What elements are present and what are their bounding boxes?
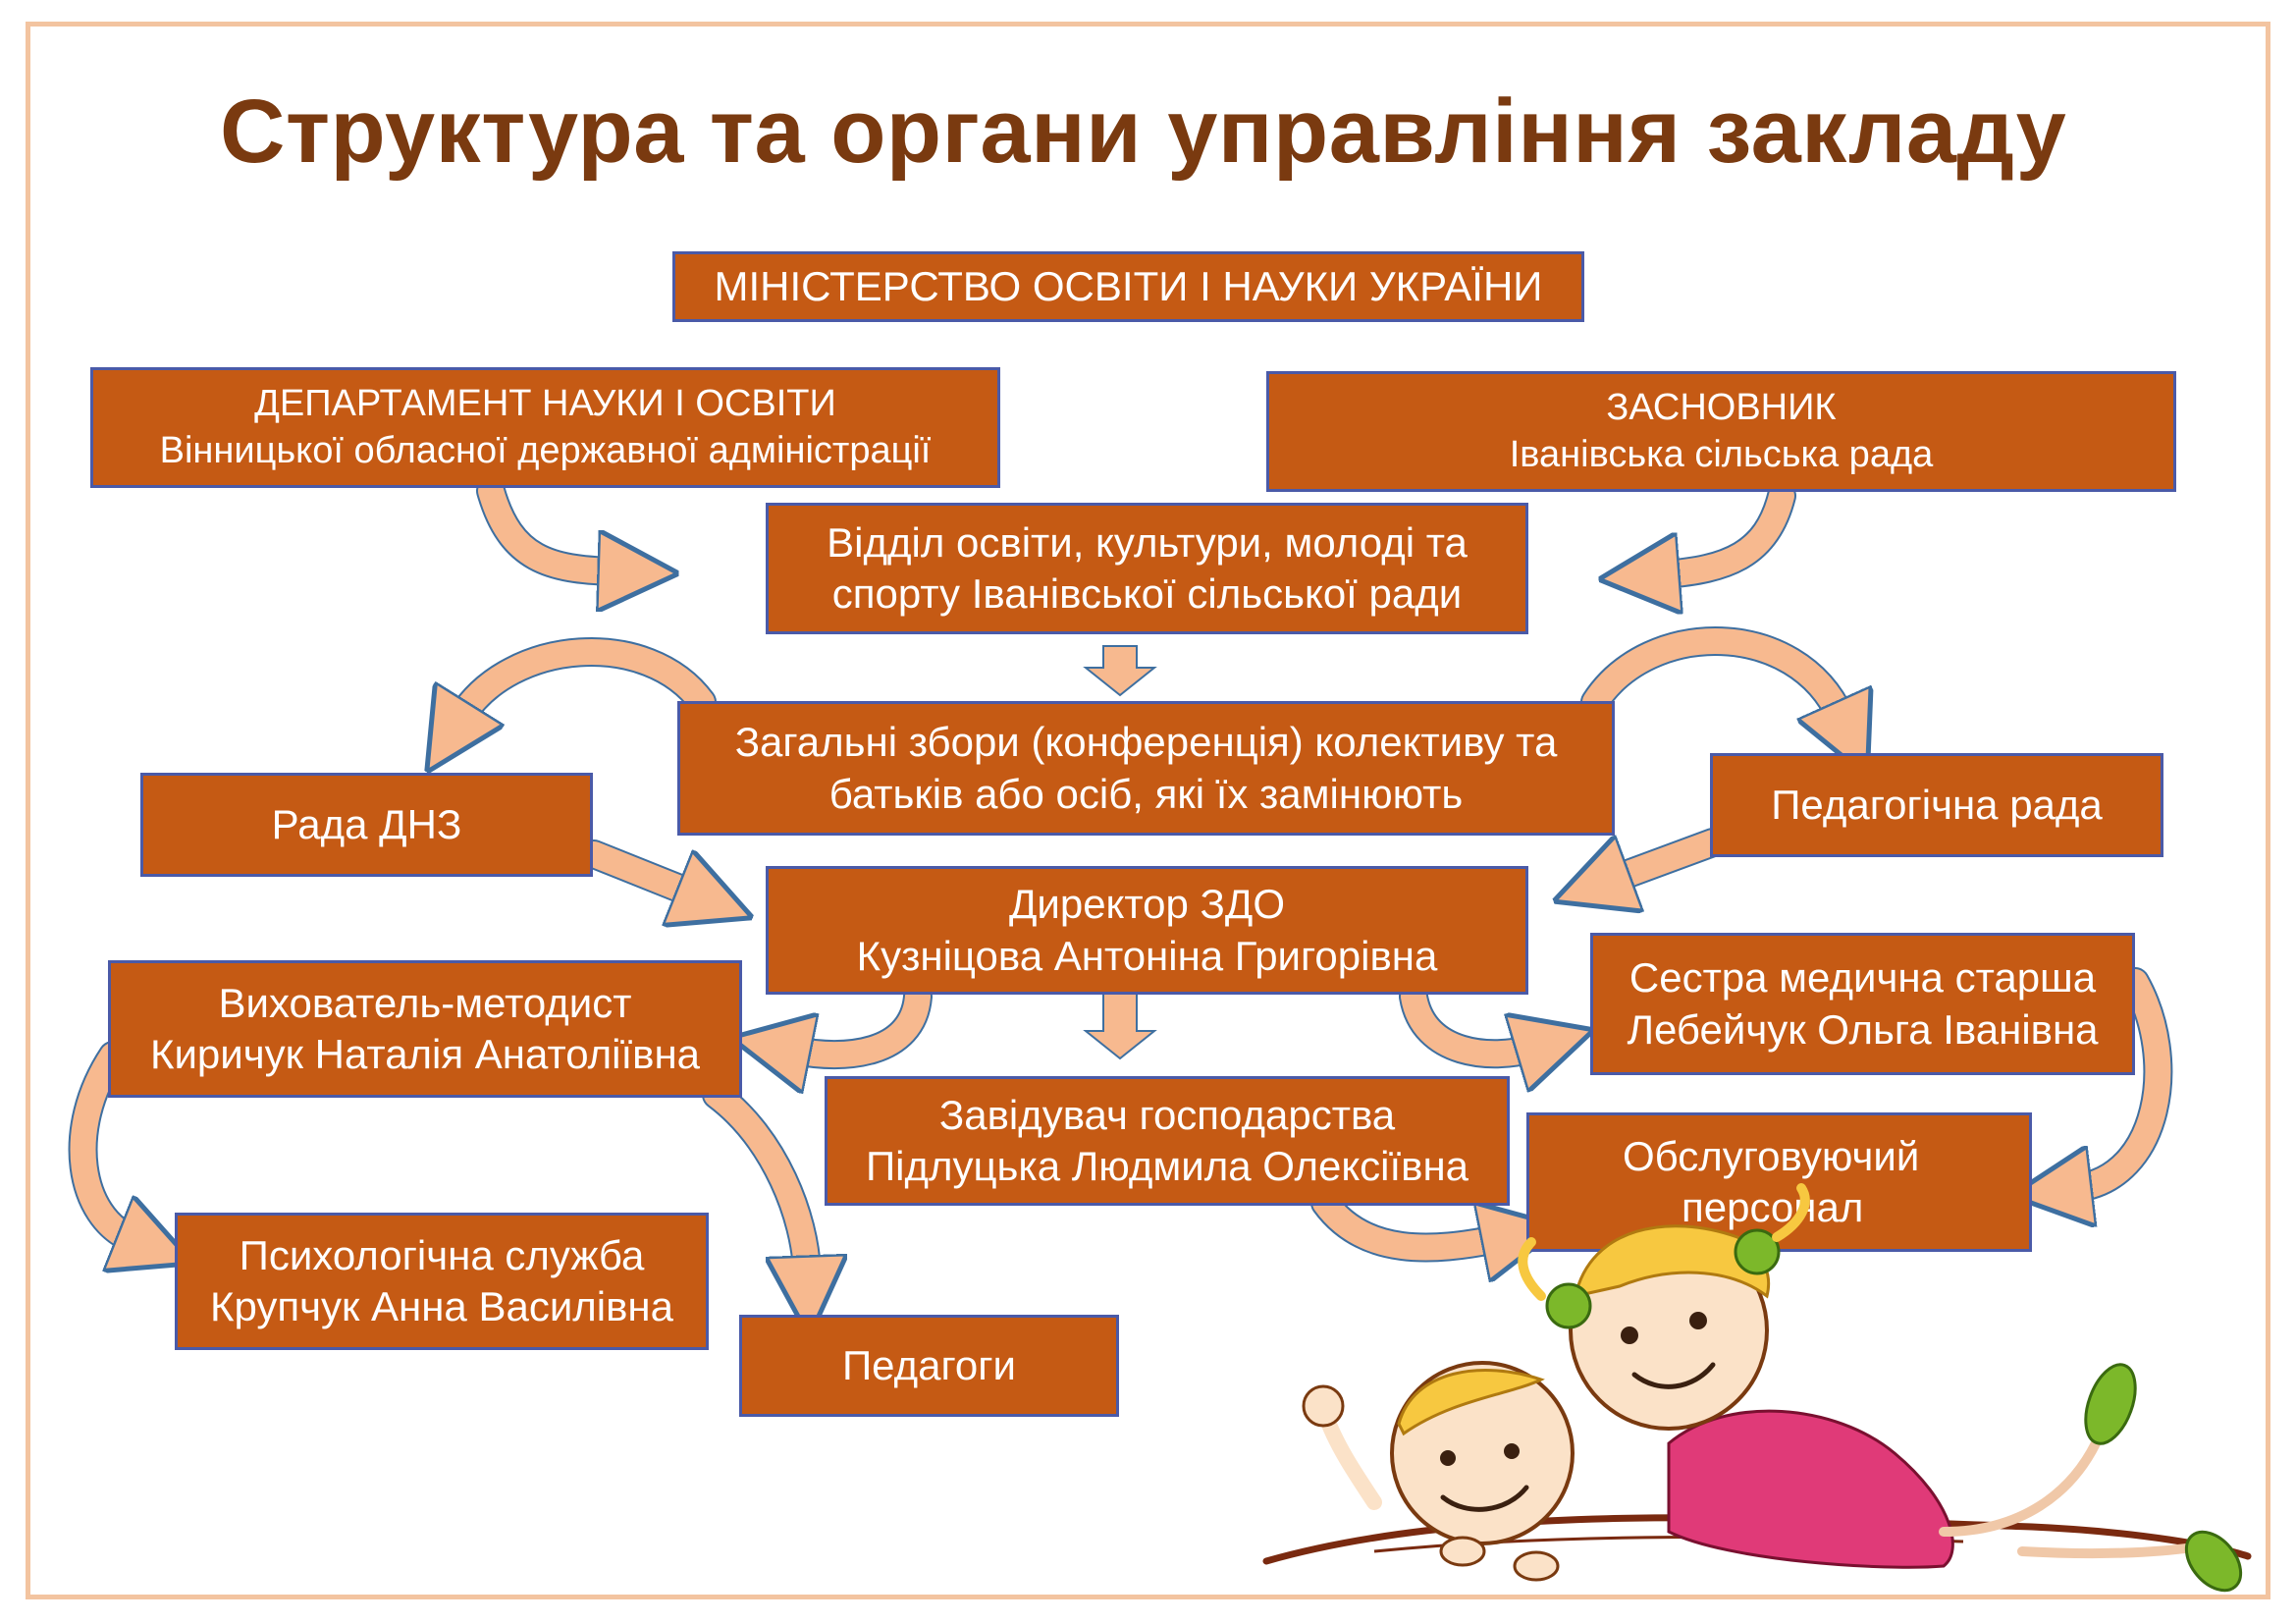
node-director-line2: Кузніцова Антоніна Григорівна [856,932,1438,979]
shoe-green-2 [2184,1530,2243,1593]
node-director: Директор ЗДО Кузніцова Антоніна Григорів… [766,866,1528,995]
node-council-line1: Рада ДНЗ [271,800,462,847]
node-ministry-line1: МІНІСТЕРСТВО ОСВІТИ І НАУКИ УКРАЇНИ [714,262,1543,309]
node-general-meeting-line1: Загальні збори (конференція) колективу т… [734,719,1558,765]
arrow-methodist-to-teachers [702,1080,807,1272]
node-supply-line2: Підлуцька Людмила Олексіївна [865,1143,1469,1189]
node-department-line2: Вінницької обласної державної адміністра… [159,429,932,471]
node-education-dept-line1: Відділ освіти, культури, молоді та [827,518,1468,566]
arrow-department-to-education [476,476,614,571]
node-supply-line1: Завідувач господарства [938,1091,1396,1138]
node-ped-council: Педагогічна рада [1710,753,2163,857]
node-council: Рада ДНЗ [140,773,593,877]
node-psych-line1: Психологічна служба [239,1231,645,1278]
node-education-dept-line2: спорту Іванівської сільської ради [831,570,1463,617]
node-service-line1: Обслуговуючий [1623,1132,1920,1179]
arrow-meeting-to-council [461,637,717,717]
node-supply: Завідувач господарства Підлуцька Людмила… [825,1076,1510,1206]
arrow-council-to-director [579,839,692,893]
arrow-director-to-nurse [1399,982,1531,1054]
node-department: ДЕПАРТАМЕНТ НАУКИ І ОСВІТИ Вінницької об… [90,367,1000,488]
node-education-dept: Відділ освіти, культури, молоді та спорт… [766,503,1528,634]
node-director-line1: Директор ЗДО [1008,881,1286,927]
arrow-meeting-to-pedcouncil [1580,626,1841,717]
node-nurse: Сестра медична старша Лебейчук Ольга Іва… [1590,933,2135,1075]
arrow-founder-to-education [1664,481,1796,574]
arrow-methodist-to-psych [68,1041,133,1239]
shoe-green-1 [2084,1363,2137,1445]
arrow-director-to-supply [1083,993,1157,1060]
arrow-supply-to-service [1310,1188,1497,1248]
arrow-director-to-methodist [795,982,933,1055]
node-teachers-line1: Педагоги [841,1341,1017,1388]
node-ministry: МІНІСТЕРСТВО ОСВІТИ І НАУКИ УКРАЇНИ [672,251,1584,322]
arrow-pedcouncil-to-director [1615,828,1728,879]
node-general-meeting: Загальні збори (конференція) колективу т… [677,701,1615,836]
node-teachers: Педагоги [739,1315,1119,1417]
node-service: Обслуговуючий персонал [1526,1112,2032,1252]
node-department-line1: ДЕПАРТАМЕНТ НАУКИ І ОСВІТИ [254,383,836,424]
page-title: Структура та органи управління закладу [220,81,2067,182]
node-methodist-line1: Вихователь-методист [218,979,632,1026]
node-nurse-line1: Сестра медична старша [1629,954,2097,1001]
node-methodist: Вихователь-методист Киричук Наталія Анат… [108,960,742,1098]
node-service-line2: персонал [1682,1184,1864,1230]
node-nurse-line2: Лебейчук Ольга Іванівна [1627,1005,2099,1053]
node-ped-council-line1: Педагогічна рада [1771,781,2103,828]
node-founder-line2: Іванівська сільська рада [1509,433,1934,475]
node-methodist-line2: Киричук Наталія Анатоліївна [149,1031,701,1077]
node-general-meeting-line2: батьків або осіб, які їх замінюють [828,770,1464,817]
node-founder-line1: ЗАСНОВНИК [1606,387,1837,428]
node-founder: ЗАСНОВНИК Іванівська сільська рада [1266,371,2176,492]
node-psych: Психологічна служба Крупчук Анна Василів… [175,1213,709,1350]
arrow-education-to-meeting [1083,645,1157,697]
arrow-nurse-to-service [2076,967,2173,1188]
node-psych-line2: Крупчук Анна Василівна [210,1283,673,1329]
page-frame [26,22,2270,1599]
